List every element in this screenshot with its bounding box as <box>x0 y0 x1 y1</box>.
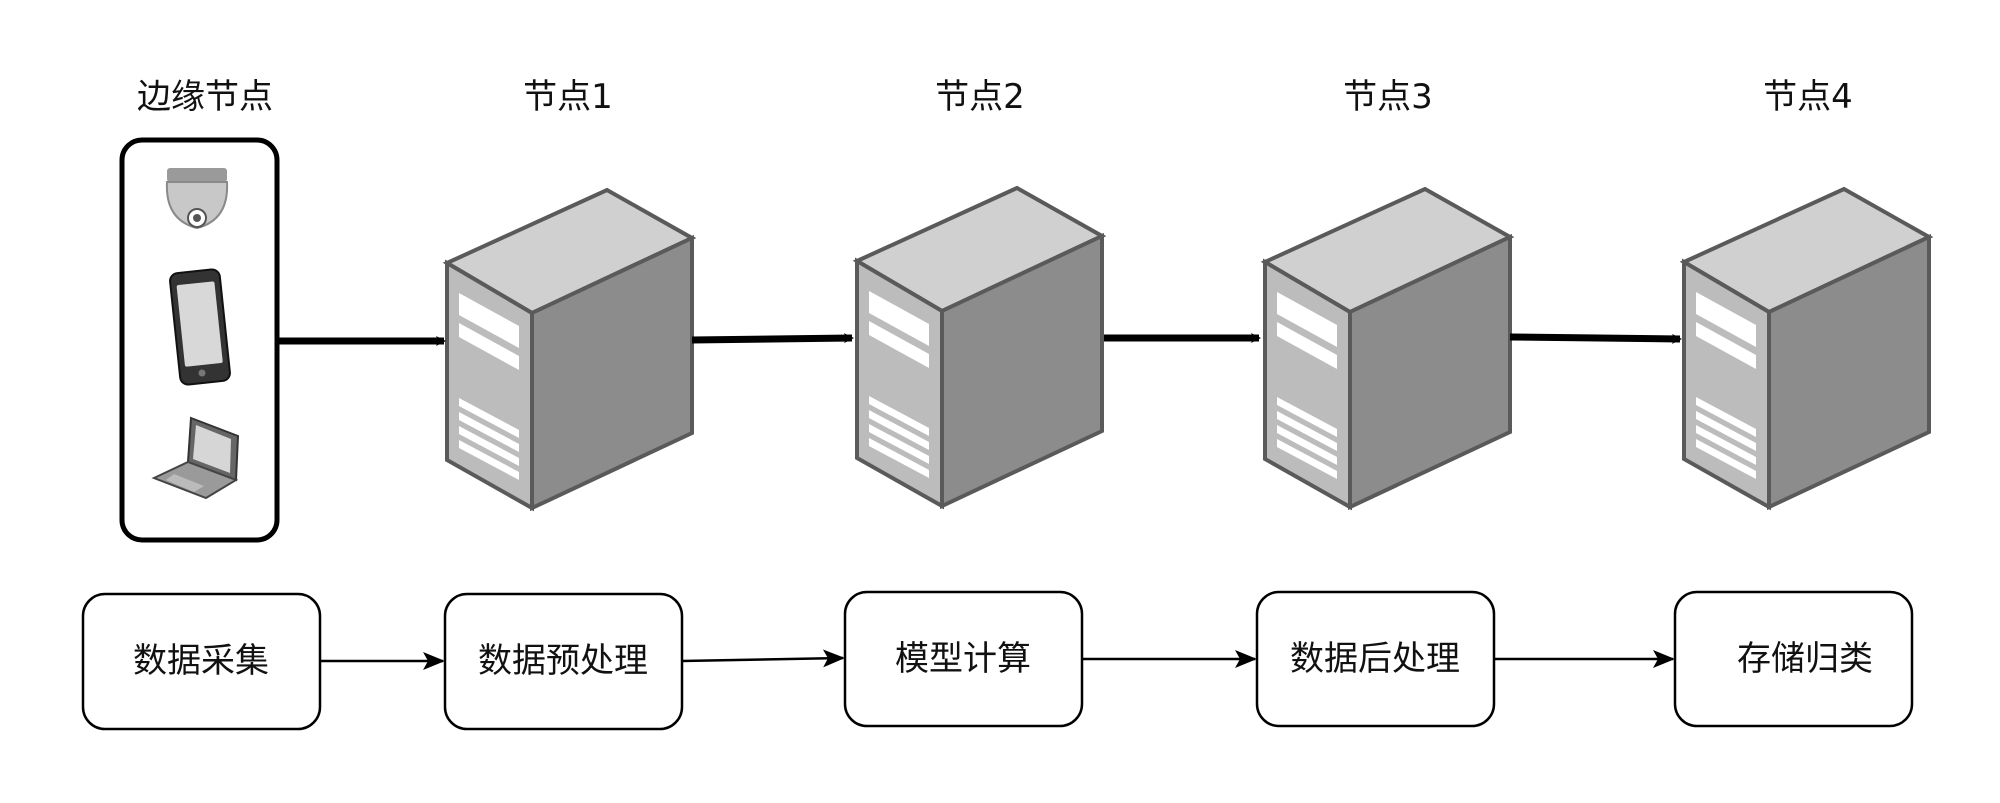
stage-label-collect: 数据采集 <box>133 641 269 681</box>
server-node-4 <box>1682 187 1931 509</box>
node-label-edge: 边缘节点 <box>137 77 273 117</box>
node-label-3: 节点3 <box>1343 77 1433 117</box>
arrow-node3-to-node4 <box>1509 333 1682 344</box>
arrow-preprocess-to-model <box>681 649 845 668</box>
stage-label-model: 模型计算 <box>895 639 1031 679</box>
node-label-4: 节点4 <box>1763 77 1853 117</box>
node-label-1: 节点1 <box>523 77 613 117</box>
stage-label-preprocess: 数据预处理 <box>478 641 648 681</box>
arrow-node1-to-node2 <box>691 333 854 344</box>
server-node-3 <box>1263 187 1512 509</box>
stage-box-preprocess <box>443 592 684 731</box>
node-label-2: 节点2 <box>935 77 1025 117</box>
stage-label-postprocess: 数据后处理 <box>1290 639 1460 679</box>
server-node-1 <box>445 188 694 510</box>
laptop-icon <box>151 416 240 500</box>
stage-label-storage: 存储归类 <box>1737 639 1873 679</box>
server-node-2 <box>855 186 1104 508</box>
stage-box-storage <box>1673 590 1914 728</box>
camera-icon <box>165 168 229 230</box>
smartphone-icon <box>169 268 231 386</box>
